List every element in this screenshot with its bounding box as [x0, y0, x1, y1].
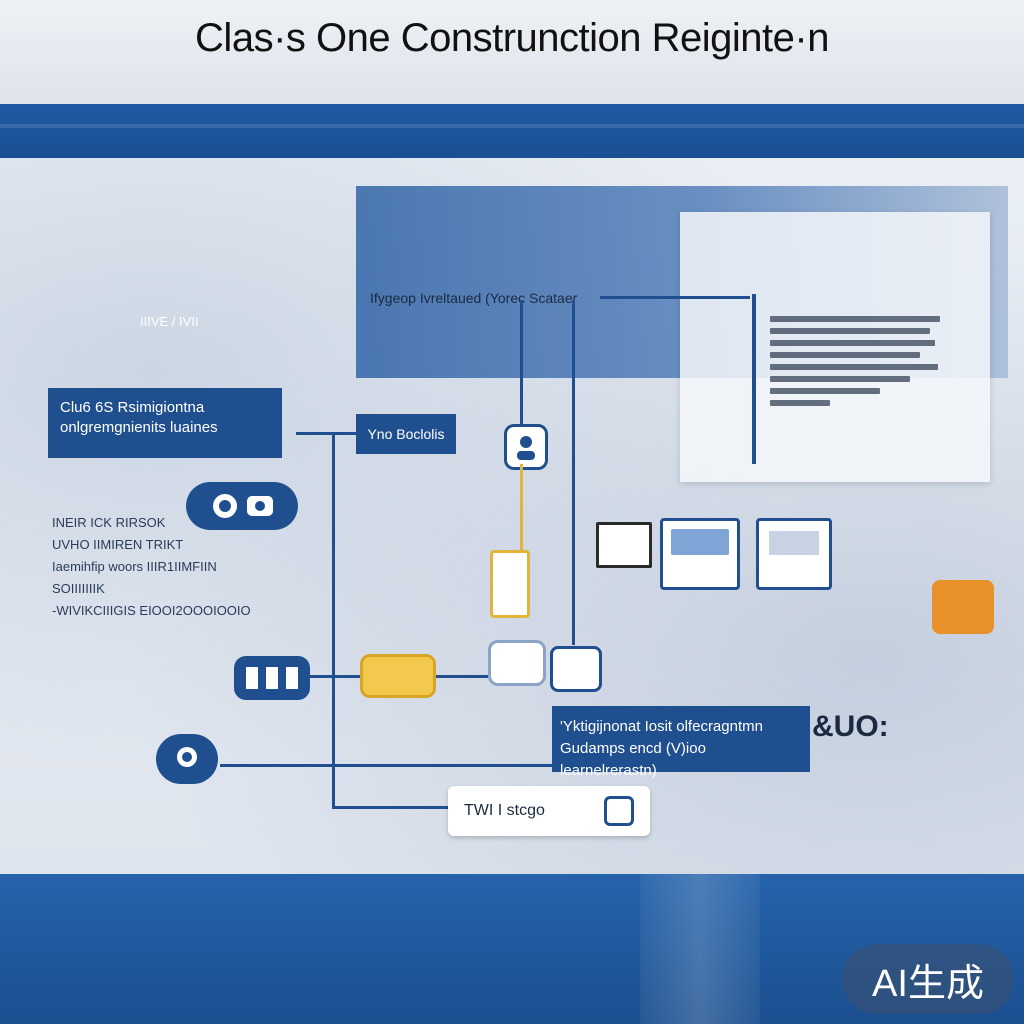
- connector-mid-vertical: [520, 300, 523, 428]
- left-list-item: Iaemihfip woors IIIR1IIMFIIN SOIIIIIIIK: [52, 559, 217, 596]
- monitor-node-icon: [660, 518, 740, 590]
- connector-top: [600, 296, 750, 299]
- top-flow-label: Ifygeop Ivreltaued (Yorec Scataer: [370, 290, 578, 306]
- headset-node-icon: [156, 734, 218, 784]
- monitor-small-icon: [596, 522, 652, 568]
- callout-line2: Gudamps encd (V)ioo learnelrerastn): [560, 740, 706, 779]
- connector-yellow-vertical: [520, 464, 523, 554]
- document-node-icon: [756, 518, 832, 590]
- left-list-item: -WIVIKCIIIGIS EIOOI2OOOIOOIO: [52, 603, 251, 618]
- connector-left-vertical: [332, 432, 335, 808]
- left-list-item: UVHO IIMIREN TRIKT: [52, 537, 184, 552]
- left-list-item: INEIR ICK RIRSOK: [52, 515, 166, 530]
- callout-side-text: &UO:: [812, 710, 889, 743]
- left-box-line1: Clu6 6S Rsimigiontna: [60, 399, 205, 416]
- watermark-badge: AI生成: [842, 944, 1014, 1014]
- page-title: Clas·s One Construnction Reiginte·n: [195, 16, 829, 60]
- network-node-icon: [488, 640, 546, 686]
- server-node-icon: [234, 656, 310, 700]
- header-background: [0, 0, 1024, 104]
- bottom-callout-box: 'Yktigijnonat Iosit olfecragntmn Gudamps…: [552, 706, 810, 779]
- connector-left-box: [296, 432, 358, 435]
- connector-server: [310, 675, 362, 678]
- bottom-process-pill: TWI I stcgo: [448, 786, 650, 836]
- left-list: INEIR ICK RIRSOK UVHO IIMIREN TRIKT Iaem…: [52, 512, 272, 622]
- globe-icon: [604, 796, 634, 826]
- settings-node-icon: [550, 646, 602, 692]
- connector-doc-vertical: [752, 294, 756, 464]
- database-node-icon: [360, 654, 436, 698]
- orange-card-icon: [932, 580, 994, 634]
- document-text-lines: [770, 310, 950, 412]
- user-node-icon: [504, 424, 548, 470]
- top-blue-band: [0, 104, 1024, 158]
- callout-line1: 'Yktigijnonat Iosit olfecragntmn: [560, 718, 763, 735]
- camera-node-icon: [186, 482, 298, 530]
- document-sheet: [680, 212, 990, 482]
- connector-bottom-horizontal: [332, 806, 448, 809]
- bottom-pill-label: TWI I stcgo: [464, 802, 545, 819]
- small-left-text: IIIVE / IVII: [140, 314, 199, 329]
- left-box-line2: onlgremgnienits luaines: [60, 419, 218, 436]
- left-process-box: Clu6 6S Rsimigiontna onlgremgnienits lua…: [48, 388, 282, 458]
- small-process-box: Yno Boclolis: [356, 414, 456, 454]
- phone-node-icon: [490, 550, 530, 618]
- connector-bottom-left: [220, 764, 560, 767]
- connector-database: [436, 675, 488, 678]
- connector-right-vertical: [572, 300, 575, 645]
